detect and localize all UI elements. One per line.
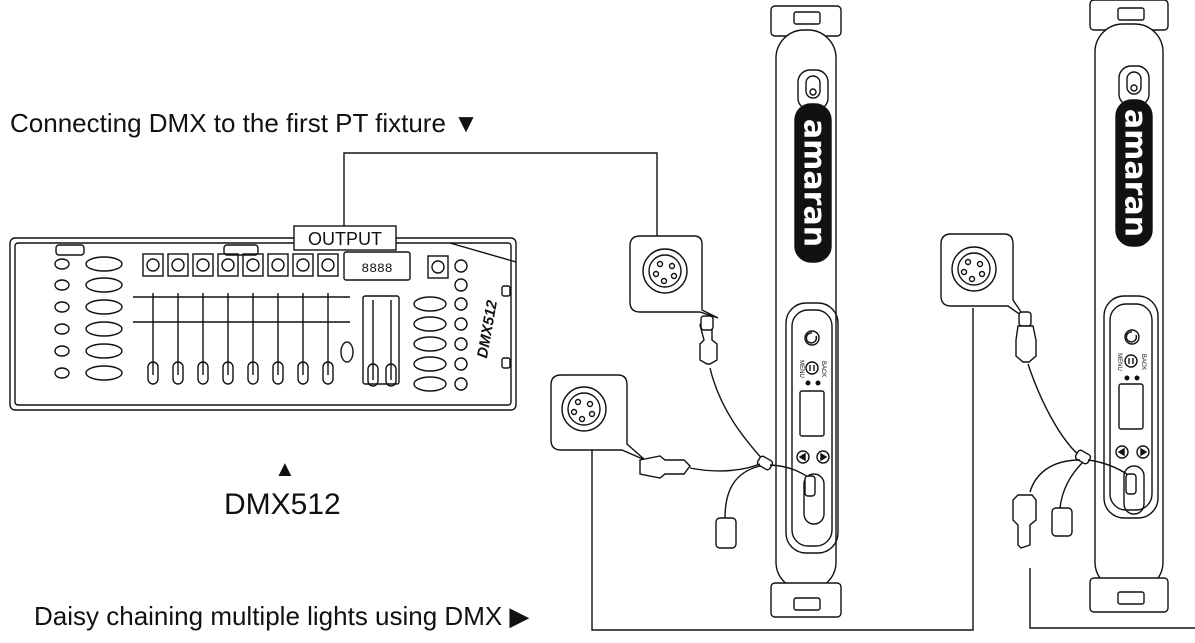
fixture-1-brand: amaran (797, 119, 832, 247)
fixture-1-screen (799, 390, 825, 437)
pt-fixture-2 (1089, 0, 1169, 613)
console-right-buttons (413, 259, 468, 392)
console-display (343, 251, 411, 281)
dmx512-console (9, 237, 517, 411)
fixture-2-brand: amaran (1118, 109, 1153, 237)
xlr-connector-callout-2 (550, 374, 646, 461)
fixture-2-logo-plate (1115, 99, 1153, 247)
output-label: OUTPUT (308, 229, 382, 249)
y-cable-fixture-2 (1012, 311, 1137, 549)
dmx-cable-console-to-fixture1 (343, 152, 658, 238)
pt-fixture-1 (770, 5, 842, 618)
dmx-cable-daisy-chain (591, 308, 974, 631)
fixture-1-logo-plate (794, 103, 832, 263)
xlr-connector-callout-3 (940, 233, 1026, 319)
console-faders (133, 293, 400, 387)
xlr-connector-callout-1 (629, 235, 719, 319)
fixture-2-screen (1118, 383, 1144, 430)
up-arrow-icon: ▲ (274, 456, 296, 481)
dmx-cable-continue (1029, 568, 1195, 629)
fixture-2-menu-label: MENU (1116, 353, 1122, 371)
fixture-1-menu-label: MENU (798, 360, 804, 378)
fixture-2-back-label: BACK (1140, 354, 1146, 370)
console-display-readout: 8888 (361, 261, 392, 276)
caption-daisy-chain: Daisy chaining multiple lights using DMX… (34, 601, 530, 631)
output-label-box (293, 225, 397, 251)
console-scene-buttons (142, 253, 339, 277)
console-model-text: DMX512 (474, 298, 501, 359)
caption-first-fixture: Connecting DMX to the first PT fixture ▼ (10, 108, 479, 138)
caption-console-name: DMX512 (224, 488, 341, 521)
fixture-1-back-label: BACK (820, 361, 826, 377)
y-cable-fixture-1 (639, 315, 816, 549)
console-left-buttons (54, 256, 123, 381)
